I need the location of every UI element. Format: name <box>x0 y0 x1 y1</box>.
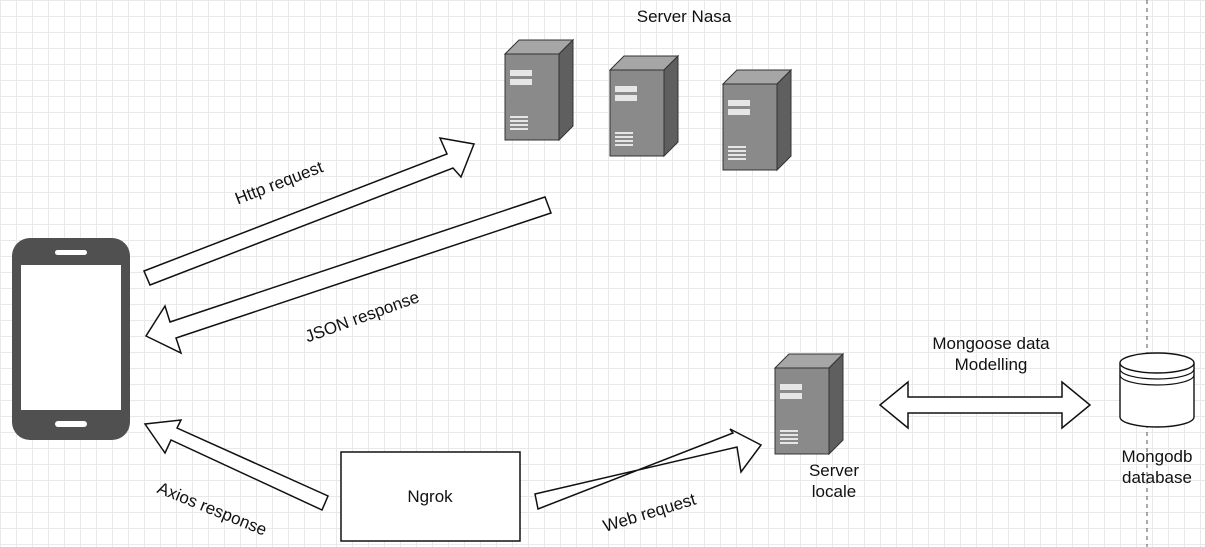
mongoose-line-2: Modelling <box>954 355 1028 374</box>
web-request-arrow <box>534 428 763 511</box>
axios-response-label: Axios response <box>155 478 270 539</box>
json-response-arrow <box>144 196 552 355</box>
server-locale-line-2: locale <box>811 482 857 501</box>
axios-response-arrow <box>143 419 329 512</box>
http-request-arrow <box>143 137 476 286</box>
mongoose-label: Mongoose data Modelling <box>920 333 1062 375</box>
mongoose-double-arrow <box>878 380 1092 430</box>
smartphone-icon <box>12 238 130 440</box>
server-locale-label: Server locale <box>800 460 868 502</box>
http-request-label: Http request <box>232 157 326 208</box>
web-request-label: Web request <box>601 490 699 536</box>
mongodb-label: Mongodb database <box>1113 446 1201 488</box>
server-icon <box>722 69 792 171</box>
server-icon <box>609 55 679 157</box>
ngrok-box <box>340 451 521 542</box>
ngrok-label: Ngrok <box>407 487 453 506</box>
server-icon <box>774 353 844 455</box>
json-response-label: JSON response <box>302 287 421 346</box>
server-nasa-label: Server Nasa <box>637 7 732 26</box>
mongoose-line-1: Mongoose data <box>932 334 1050 353</box>
database-cylinder-icon <box>1119 352 1195 428</box>
mongodb-line-1: Mongodb <box>1121 447 1193 466</box>
server-locale-line-1: Server <box>808 461 860 480</box>
server-icon <box>504 39 574 141</box>
mongodb-line-2: database <box>1122 468 1192 487</box>
